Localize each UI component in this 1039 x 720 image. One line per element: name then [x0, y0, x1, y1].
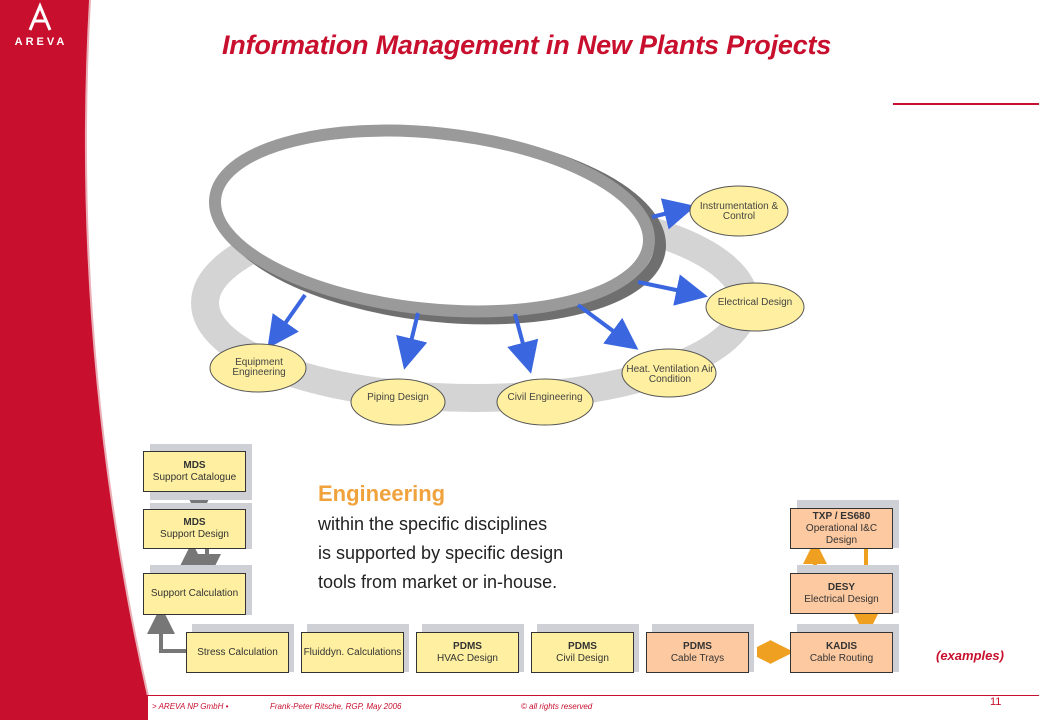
tool-stress-calculation: Stress Calculation: [186, 632, 289, 673]
oval-hvac: [621, 348, 717, 398]
oval-electrical: [705, 282, 805, 332]
arrow-civil: [507, 313, 539, 374]
areva-logo-icon: [28, 2, 52, 31]
label-piping: Piping Design: [367, 392, 429, 403]
engineering-line: tools from market or in-house.: [318, 572, 558, 592]
page-number: 11: [990, 696, 1002, 708]
oval-civil: [496, 378, 594, 426]
tool-support-calculation: Support Calculation: [143, 573, 246, 615]
oval-ic: [689, 185, 789, 237]
tool-fluiddyn-calculations: Fluiddyn. Calculations: [301, 632, 404, 673]
engineering-line: within the specific disciplines: [318, 514, 548, 534]
logo-text: AREVA: [14, 36, 68, 48]
footer-rights: © all rights reserved: [521, 702, 593, 711]
oval-equipment: [209, 343, 307, 393]
footer-company: > AREVA NP GmbH •: [152, 702, 229, 711]
engineering-heading: Engineering: [318, 481, 446, 506]
central-oval: [208, 124, 656, 318]
footer-rule: [146, 695, 1039, 696]
engineering-line: is supported by specific design: [318, 543, 564, 563]
label-civil: Civil Engineering: [507, 392, 583, 403]
arrow-piping: [396, 312, 428, 370]
connector-stress-support: [147, 606, 186, 653]
examples-label: (examples): [936, 648, 1004, 663]
arrow-ic: [651, 198, 696, 230]
arrow-electrical: [637, 274, 708, 306]
label-hvac: Heat. Ventilation Air Condition: [626, 364, 714, 385]
brand-band: [0, 0, 149, 720]
label-electrical: Electrical Design: [717, 297, 793, 308]
oval-piping: [350, 378, 446, 426]
title-underline: [893, 103, 1039, 105]
arrow-equipment: [267, 293, 307, 349]
label-ic: Instrumentation & Control: [699, 201, 779, 222]
discipline-arrows: [267, 198, 708, 374]
page-title: Information Management in New Plants Pro…: [222, 30, 832, 60]
footer-author: Frank-Peter Ritsche, RGP, May 2006: [270, 702, 402, 711]
label-equipment: Equipment Engineering: [232, 357, 286, 378]
arrow-hvac: [576, 303, 639, 350]
